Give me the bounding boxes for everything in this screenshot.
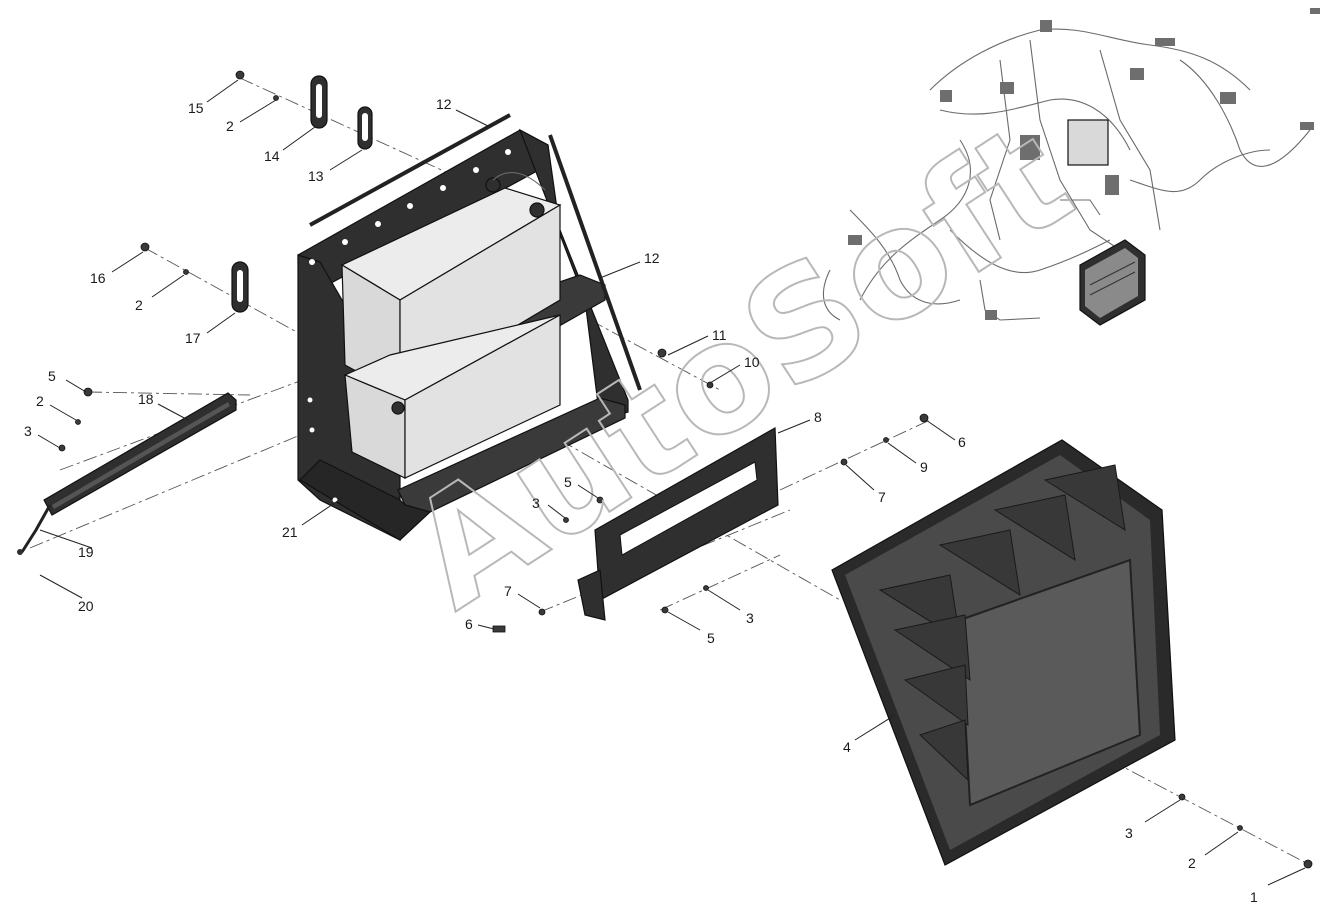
callout-12: 12 xyxy=(644,250,660,266)
retaining-frame xyxy=(577,426,779,621)
callout-labels: 15 2 14 13 12 12 16 2 17 11 10 8 6 9 7 5… xyxy=(24,96,1258,905)
callout-13: 13 xyxy=(308,168,324,184)
wiring-harness xyxy=(822,8,1320,326)
hold-down-rod-top xyxy=(309,113,511,227)
callout-1: 1 xyxy=(1250,889,1258,905)
callout-7: 7 xyxy=(504,583,512,599)
support-bar-18 xyxy=(43,392,237,516)
callout-20: 20 xyxy=(78,598,94,614)
callout-19: 19 xyxy=(78,544,94,560)
lower-battery xyxy=(343,313,561,479)
callout-21: 21 xyxy=(282,524,298,540)
hold-down-rod-side xyxy=(548,134,642,391)
callout-12: 12 xyxy=(436,96,452,112)
callout-3: 3 xyxy=(1125,825,1133,841)
callout-6: 6 xyxy=(958,434,966,450)
callout-18: 18 xyxy=(138,391,154,407)
slotted-bracket-17 xyxy=(231,261,249,313)
callout-17: 17 xyxy=(185,330,201,346)
callout-6: 6 xyxy=(465,616,473,632)
battery-cover xyxy=(831,439,1176,866)
callout-2: 2 xyxy=(36,393,44,409)
callout-7: 7 xyxy=(878,489,886,505)
callout-3: 3 xyxy=(746,610,754,626)
callout-16: 16 xyxy=(90,270,106,286)
callout-8: 8 xyxy=(814,409,822,425)
slotted-bracket-14 xyxy=(310,75,328,129)
callout-2: 2 xyxy=(1188,855,1196,871)
callout-4: 4 xyxy=(843,739,851,755)
callout-2: 2 xyxy=(135,297,143,313)
callout-2: 2 xyxy=(226,118,234,134)
link-rod-19 xyxy=(17,504,52,555)
callout-3: 3 xyxy=(24,423,32,439)
callout-3: 3 xyxy=(532,495,540,511)
slotted-bracket-13 xyxy=(357,106,373,150)
leader-lines xyxy=(37,79,1306,886)
relay-box xyxy=(1079,239,1146,326)
callout-5: 5 xyxy=(48,368,56,384)
callout-10: 10 xyxy=(744,354,760,370)
callout-11: 11 xyxy=(712,327,727,343)
callout-15: 15 xyxy=(188,100,204,116)
callout-5: 5 xyxy=(707,630,715,646)
callout-5: 5 xyxy=(564,474,572,490)
callout-14: 14 xyxy=(264,148,280,164)
callout-9: 9 xyxy=(920,459,928,475)
